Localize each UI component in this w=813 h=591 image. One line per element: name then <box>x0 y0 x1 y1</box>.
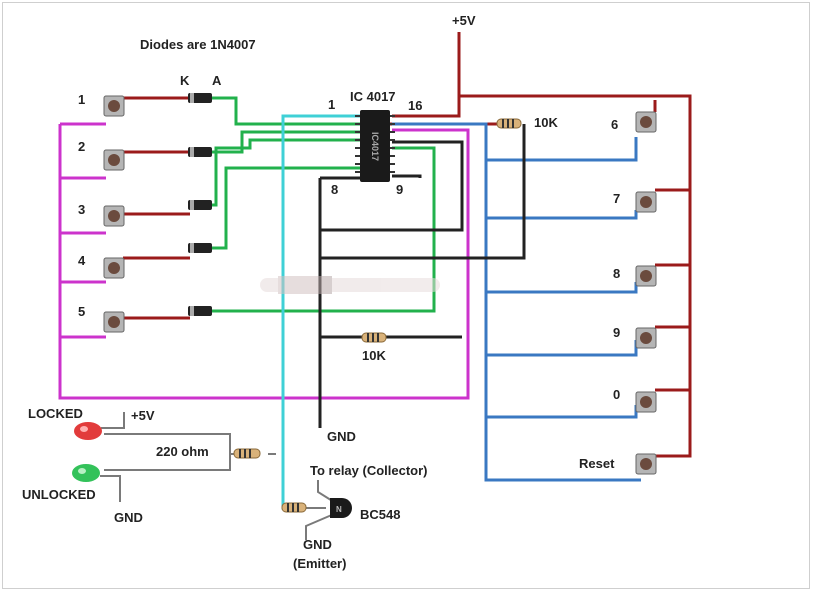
diode-4 <box>188 243 212 253</box>
switch-7[interactable] <box>635 191 657 213</box>
led-unlocked-label: UNLOCKED <box>22 487 96 502</box>
switch-label-6: 6 <box>611 117 618 132</box>
switch-0[interactable] <box>635 391 657 413</box>
diodes <box>188 93 212 316</box>
led-locked-icon <box>74 422 102 440</box>
switch-3[interactable] <box>103 205 125 227</box>
resistor-10k-top <box>496 118 522 129</box>
switch-2[interactable] <box>103 149 125 171</box>
diode-1 <box>188 93 212 103</box>
ic-pin8-label: 8 <box>331 182 338 197</box>
svg-text:N: N <box>336 505 342 514</box>
resistor-label-220: 220 ohm <box>156 444 209 459</box>
switch-label-4: 4 <box>78 253 86 268</box>
diode-5 <box>188 306 212 316</box>
supply-label: +5V <box>452 13 476 28</box>
switch-1[interactable] <box>103 95 125 117</box>
resistor-10k-pulldown <box>361 332 387 343</box>
switch-4[interactable] <box>103 257 125 279</box>
transistor-collector-label: To relay (Collector) <box>310 463 428 478</box>
switch-reset[interactable] <box>635 453 657 475</box>
switch-label-2: 2 <box>78 139 85 154</box>
ic-gnd-label: GND <box>327 429 356 444</box>
ic-chip-text: IC4017 <box>370 132 380 161</box>
resistor-label-pulldown: 10K <box>362 348 386 363</box>
black-wires <box>318 124 526 428</box>
ic-pins <box>355 115 395 173</box>
switch-6[interactable] <box>635 111 657 133</box>
transistor-emitter-label: (Emitter) <box>293 556 346 571</box>
diode-anode-label: A <box>212 73 222 88</box>
switch-9[interactable] <box>635 327 657 349</box>
ic-4017: IC4017 <box>355 110 395 182</box>
transistor-emitter-gnd-label: GND <box>303 537 332 552</box>
right-switches <box>635 111 657 475</box>
diode-2 <box>188 147 212 157</box>
ic-name-label: IC 4017 <box>350 89 396 104</box>
resistor-label-top: 10K <box>534 115 558 130</box>
led-unlocked-icon <box>72 464 100 482</box>
lead-wires <box>100 412 335 540</box>
switch-label-8: 8 <box>613 266 620 281</box>
switch-5[interactable] <box>103 311 125 333</box>
ic-pin1-label: 1 <box>328 97 335 112</box>
magenta-wires <box>58 122 470 400</box>
blurred-watermark <box>260 276 440 294</box>
switch-8[interactable] <box>635 265 657 287</box>
diagram-title: Diodes are 1N4007 <box>140 37 256 52</box>
led-locked-label: LOCKED <box>28 406 83 421</box>
blue-wires <box>392 122 641 482</box>
switch-label-7: 7 <box>613 191 620 206</box>
ic-pin9-label: 9 <box>396 182 403 197</box>
transistor-bc548-icon: N <box>330 498 352 518</box>
diode-3 <box>188 200 212 210</box>
switch-label-reset: Reset <box>579 456 615 471</box>
switch-label-0: 0 <box>613 387 620 402</box>
ic-pin16-label: 16 <box>408 98 422 113</box>
switch-label-3: 3 <box>78 202 85 217</box>
led-vcc-label: +5V <box>131 408 155 423</box>
ic-body <box>360 110 390 182</box>
switch-label-9: 9 <box>613 325 620 340</box>
switch-label-5: 5 <box>78 304 85 319</box>
switch-label-1: 1 <box>78 92 85 107</box>
resistors <box>233 118 522 513</box>
left-switches <box>103 95 125 333</box>
resistor-220-ohm <box>233 448 261 459</box>
led-gnd-label: GND <box>114 510 143 525</box>
transistor-name-label: BC548 <box>360 507 400 522</box>
diode-cathode-label: K <box>180 73 190 88</box>
resistor-base <box>281 502 307 513</box>
